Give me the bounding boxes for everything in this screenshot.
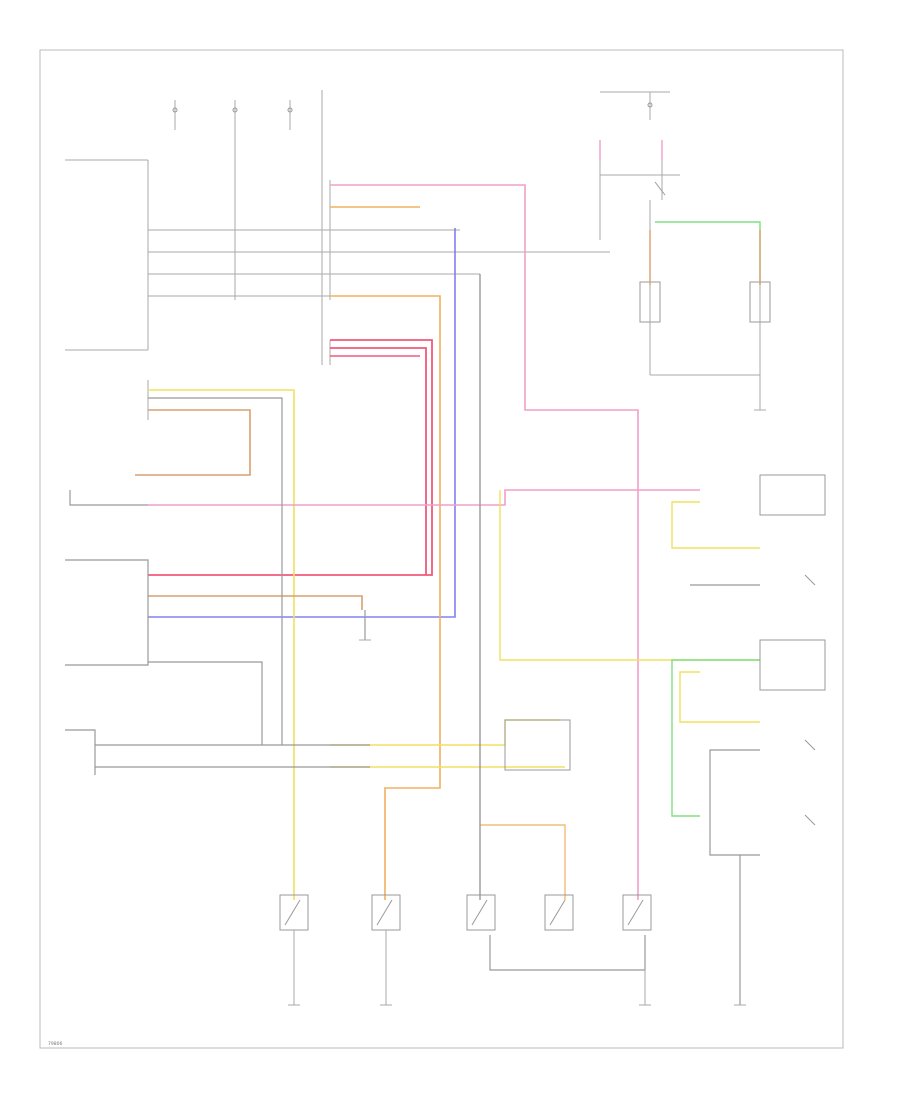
wire-pink-upper: [330, 184, 639, 900]
wire-pink-horizontal: [148, 489, 700, 506]
wire-green-lower: [671, 659, 760, 817]
wire-gray-right: [709, 749, 760, 856]
press-switch-contact: [804, 814, 816, 826]
wire-gray-lower-left: [65, 729, 96, 775]
pressure-switch-upper: [759, 474, 826, 516]
pressure-switch-boxes: [759, 474, 826, 826]
wire-tan-2: [148, 595, 363, 610]
ground-symbols: [288, 409, 766, 1006]
left-control-module: [65, 159, 149, 420]
ground-icon: [288, 930, 300, 1006]
switch-right-front: [371, 894, 401, 931]
center-connector: [321, 180, 331, 365]
wire-yellow-right: [499, 490, 760, 661]
wire-gray-module: [148, 397, 283, 745]
wire-pink-relay: [599, 140, 663, 160]
right-relay-block: [599, 140, 771, 410]
wire-red-1: [148, 339, 433, 576]
fuse-icon: [232, 107, 238, 113]
wire-tan-low: [480, 824, 566, 900]
wire-orange-long: [330, 295, 441, 900]
wire-gray-module-2: [148, 661, 263, 745]
pressure-switch-lower: [759, 639, 826, 691]
press-switch-contact: [804, 739, 816, 751]
diagram-frame: [39, 49, 844, 1049]
fuse-icon: [172, 107, 178, 113]
press-switch-contact: [804, 574, 816, 586]
ground-icon: [380, 930, 392, 1006]
switch-left-front: [279, 894, 309, 931]
switch-rear-right: [544, 894, 574, 931]
door-switches: [279, 894, 652, 931]
top-power-feeds: [172, 90, 670, 365]
switch-rear-left: [466, 894, 496, 931]
wire-gray-ground-left: [69, 490, 148, 506]
signal-wires: [148, 229, 610, 297]
ground-icon: [639, 970, 651, 1006]
door-actuator: [504, 719, 571, 771]
figure-id: 79806: [48, 1041, 62, 1047]
fuse-icon: [287, 107, 293, 113]
wire-tan: [135, 409, 251, 476]
relay-switch: [654, 181, 666, 196]
wire-blue: [148, 228, 456, 618]
wire-gray-lower-module: [65, 559, 149, 666]
wire-tan-relay: [649, 230, 761, 285]
wire-yellow-switch: [671, 501, 760, 549]
wire-yellow-switch-2: [679, 671, 760, 723]
switch-liftgate: [622, 894, 652, 931]
wire-yellow-left: [148, 389, 295, 900]
fuse-icon: [647, 102, 653, 108]
wire-gray-bottom: [489, 935, 646, 971]
wire-green-top: [655, 221, 761, 285]
wire-red-2: [330, 347, 427, 575]
wire-yellow-low-1: [330, 719, 560, 746]
